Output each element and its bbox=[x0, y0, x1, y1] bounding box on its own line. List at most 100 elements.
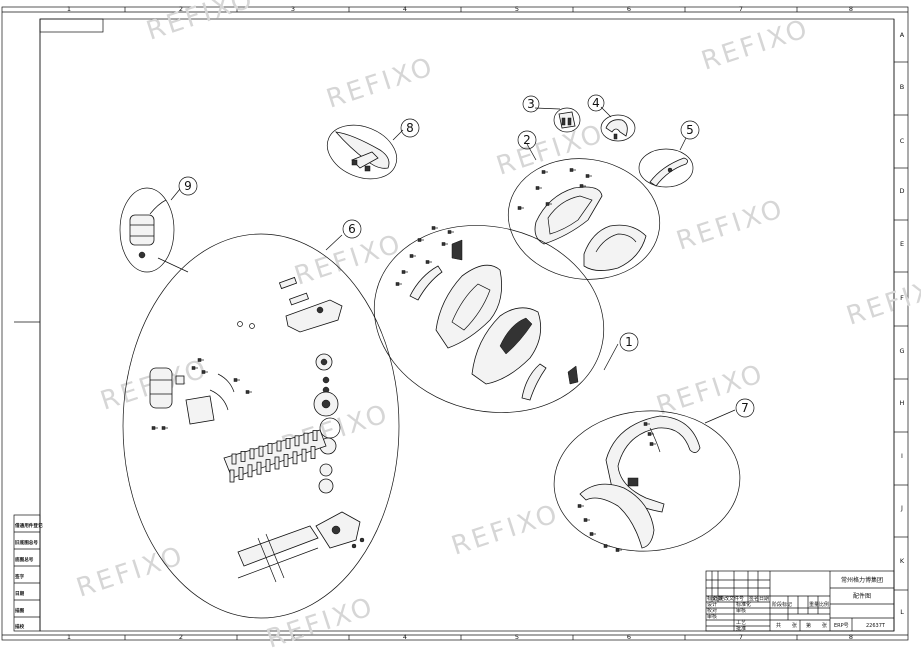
tb-cell: 重量 bbox=[809, 601, 819, 608]
col-label: 1 bbox=[67, 5, 71, 13]
side-labels: 借通用件登记 旧底图总号 底图总号 签字 日期 描图 描校 bbox=[14, 522, 43, 630]
col-label: 7 bbox=[739, 633, 743, 641]
part-group-5 bbox=[638, 137, 694, 188]
tb-cell: 工艺 bbox=[736, 620, 746, 626]
tb-cell: 校对 bbox=[707, 607, 717, 614]
callout-9: 9 bbox=[184, 179, 192, 193]
callout-3: 3 bbox=[527, 97, 535, 111]
blade-tooth bbox=[229, 469, 235, 483]
callout-7: 7 bbox=[741, 401, 749, 415]
company-name: 常州格力博集团 bbox=[841, 576, 883, 584]
screw-head bbox=[441, 242, 446, 246]
screw-head bbox=[577, 504, 582, 508]
watermark: REFIXO bbox=[673, 194, 789, 257]
blade-tooth bbox=[249, 448, 255, 460]
column-labels-bottom: 1 2 3 4 5 6 7 8 bbox=[67, 633, 853, 641]
tb-cell: 张 bbox=[792, 622, 797, 629]
watermark: REFIXO bbox=[698, 14, 814, 77]
side-label: 日期 bbox=[15, 590, 25, 597]
part-group-8 bbox=[326, 124, 404, 180]
screw-head bbox=[161, 426, 166, 430]
tb-cell: 审核 bbox=[736, 607, 746, 614]
callout-5: 5 bbox=[686, 123, 694, 137]
blade-tooth bbox=[265, 459, 271, 473]
screw-head bbox=[615, 548, 620, 552]
row-label: E bbox=[900, 240, 904, 248]
blade-tooth bbox=[256, 461, 262, 475]
col-label: 3 bbox=[291, 633, 295, 641]
blade-tooth bbox=[310, 446, 316, 460]
screw-head bbox=[649, 442, 654, 446]
tb-cell: 日期 bbox=[759, 596, 769, 602]
callout-8: 8 bbox=[406, 121, 414, 135]
screw-head bbox=[191, 366, 196, 370]
screw-head bbox=[395, 282, 400, 286]
row-label: B bbox=[900, 83, 904, 91]
blade-tooth bbox=[258, 445, 264, 457]
tb-cell: 第 bbox=[806, 622, 811, 629]
row-labels: A B C D E F G H I J K L bbox=[899, 31, 904, 616]
screw-head bbox=[245, 390, 250, 394]
col-label: 5 bbox=[515, 633, 519, 641]
tb-cell: 张 bbox=[822, 622, 827, 629]
col-label: 7 bbox=[739, 5, 743, 13]
part-group-6 bbox=[122, 233, 400, 619]
screw-head bbox=[603, 544, 608, 548]
part-group-3 bbox=[534, 107, 581, 133]
drawing-title: 配件图 bbox=[853, 592, 871, 600]
col-label: 6 bbox=[627, 5, 631, 13]
screw-head bbox=[197, 358, 202, 362]
screw-head bbox=[569, 168, 574, 172]
erp-label: ERP号 bbox=[834, 623, 849, 629]
tb-cell: 处数 bbox=[713, 595, 723, 602]
blade-tooth bbox=[294, 435, 300, 447]
part-group-1 bbox=[373, 225, 619, 413]
row-label: C bbox=[900, 137, 905, 145]
side-label: 旧底图总号 bbox=[15, 539, 38, 546]
row-label: L bbox=[900, 608, 904, 616]
row-label: A bbox=[900, 31, 905, 39]
tb-cell: 标准化 bbox=[736, 601, 751, 608]
col-label: 3 bbox=[291, 5, 295, 13]
col-label: 1 bbox=[67, 633, 71, 641]
tb-cell: 审核 bbox=[707, 613, 717, 620]
screw-head bbox=[589, 532, 594, 536]
screw-head bbox=[517, 206, 522, 210]
tb-cell: 标记 bbox=[707, 595, 717, 602]
blade-tooth bbox=[285, 437, 291, 449]
watermark: REFIXO bbox=[263, 592, 379, 651]
erp-number: 22637T bbox=[866, 623, 886, 629]
blade-tooth bbox=[247, 464, 253, 478]
part-group-2 bbox=[507, 143, 661, 280]
screw-head bbox=[401, 270, 406, 274]
col-label: 6 bbox=[627, 633, 631, 641]
screw-head bbox=[151, 426, 156, 430]
blade-tooth bbox=[303, 432, 309, 444]
screw-head bbox=[583, 518, 588, 522]
screw-head bbox=[647, 432, 652, 436]
tb-cell: 签名 bbox=[749, 595, 759, 602]
screw-head bbox=[585, 174, 590, 178]
row-label: J bbox=[900, 504, 903, 512]
blade-tooth bbox=[283, 453, 289, 467]
col-label: 5 bbox=[515, 5, 519, 13]
col-label: 4 bbox=[403, 5, 407, 13]
watermark: REFIXO bbox=[493, 119, 609, 182]
screw-head bbox=[409, 254, 414, 258]
screw-head bbox=[579, 184, 584, 188]
screw-head bbox=[425, 260, 430, 264]
blade-tooth bbox=[274, 456, 280, 470]
blade-tooth bbox=[231, 453, 237, 465]
drawing-frame bbox=[1, 6, 909, 641]
screw-head bbox=[431, 226, 436, 230]
screw-head bbox=[535, 186, 540, 190]
tb-cell: 阶段标记 bbox=[772, 601, 792, 608]
callout-2: 2 bbox=[523, 133, 531, 147]
screw-head bbox=[201, 370, 206, 374]
col-label: 2 bbox=[179, 633, 183, 641]
row-label: G bbox=[899, 347, 904, 355]
blade-tooth bbox=[267, 443, 273, 455]
tb-cell: 比例 bbox=[819, 601, 829, 608]
blade-tooth bbox=[238, 466, 244, 480]
